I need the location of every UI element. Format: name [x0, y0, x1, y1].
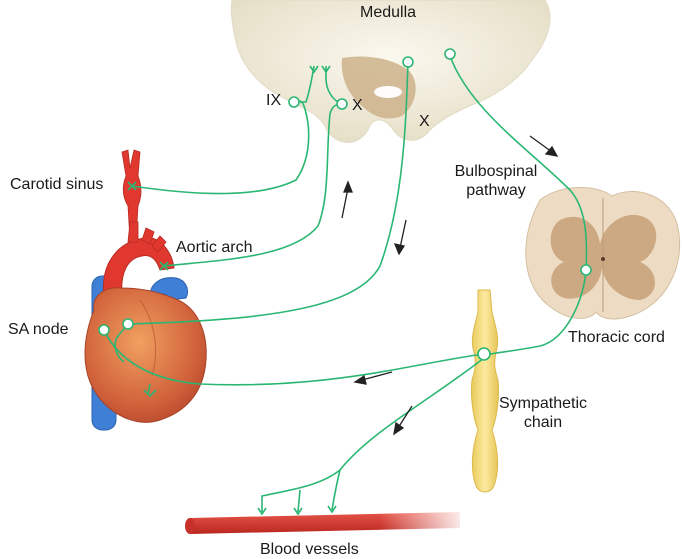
arrow-down-efferent	[393, 219, 407, 256]
cord-node	[580, 264, 592, 276]
label-medulla: Medulla	[360, 4, 417, 21]
carotid-receptor	[127, 181, 137, 191]
ix-nucleus-node	[288, 96, 300, 108]
preganglionic-nerve	[489, 269, 587, 355]
label-cn-x-left: X	[352, 97, 363, 114]
vagus-afferent	[163, 103, 343, 267]
sa-node-ganglion	[122, 318, 134, 330]
arrow-up-afferent	[341, 180, 353, 219]
ganglion-node	[477, 347, 491, 361]
label-sympathetic-line1: Sympathetic	[498, 395, 588, 412]
blood-vessel	[185, 505, 470, 539]
fourth-ventricle	[374, 86, 402, 98]
vagus-efferent	[127, 61, 409, 325]
medulla	[230, 0, 551, 143]
label-bulbospinal-line2: pathway	[466, 182, 526, 199]
nerve-pathways	[98, 48, 592, 516]
label-blood-vessels: Blood vessels	[260, 541, 359, 558]
label-aortic-arch: Aortic arch	[176, 239, 253, 256]
arrow-to-vessels	[393, 405, 413, 436]
x-nucleus-node	[336, 98, 348, 110]
label-bulbospinal: Bulbospinal pathway	[446, 162, 546, 200]
label-sa-node: SA node	[8, 321, 69, 338]
arrow-to-heart	[353, 371, 393, 385]
label-carotid-sinus: Carotid sinus	[10, 176, 104, 193]
cardiac-sympathetic-nerve	[103, 329, 485, 386]
medulla-center	[341, 56, 416, 119]
arrow-bulbospinal	[529, 135, 559, 157]
carotid-artery	[121, 149, 142, 241]
direction-arrows	[341, 135, 559, 436]
x-motor-node	[402, 56, 414, 68]
aortic-arch-vessel	[103, 237, 175, 297]
label-cn-ix: IX	[266, 92, 282, 109]
label-sympathetic-line2: chain	[523, 414, 563, 431]
bulbospinal-nerve	[449, 55, 588, 271]
sa-node-marker	[98, 324, 110, 336]
label-thoracic-cord: Thoracic cord	[568, 329, 665, 346]
vascular-sympathetic-nerve	[261, 357, 485, 512]
sympathetic-chain	[471, 289, 499, 493]
glossopharyngeal-nerve	[131, 100, 310, 195]
thoracic-cord	[525, 187, 680, 320]
label-cn-x-right: X	[419, 113, 430, 130]
label-bulbospinal-line1: Bulbospinal	[454, 163, 538, 180]
aortic-receptor	[159, 261, 169, 271]
bulbospinal-node	[444, 48, 456, 60]
label-sympathetic-chain: Sympathetic chain	[488, 394, 598, 432]
